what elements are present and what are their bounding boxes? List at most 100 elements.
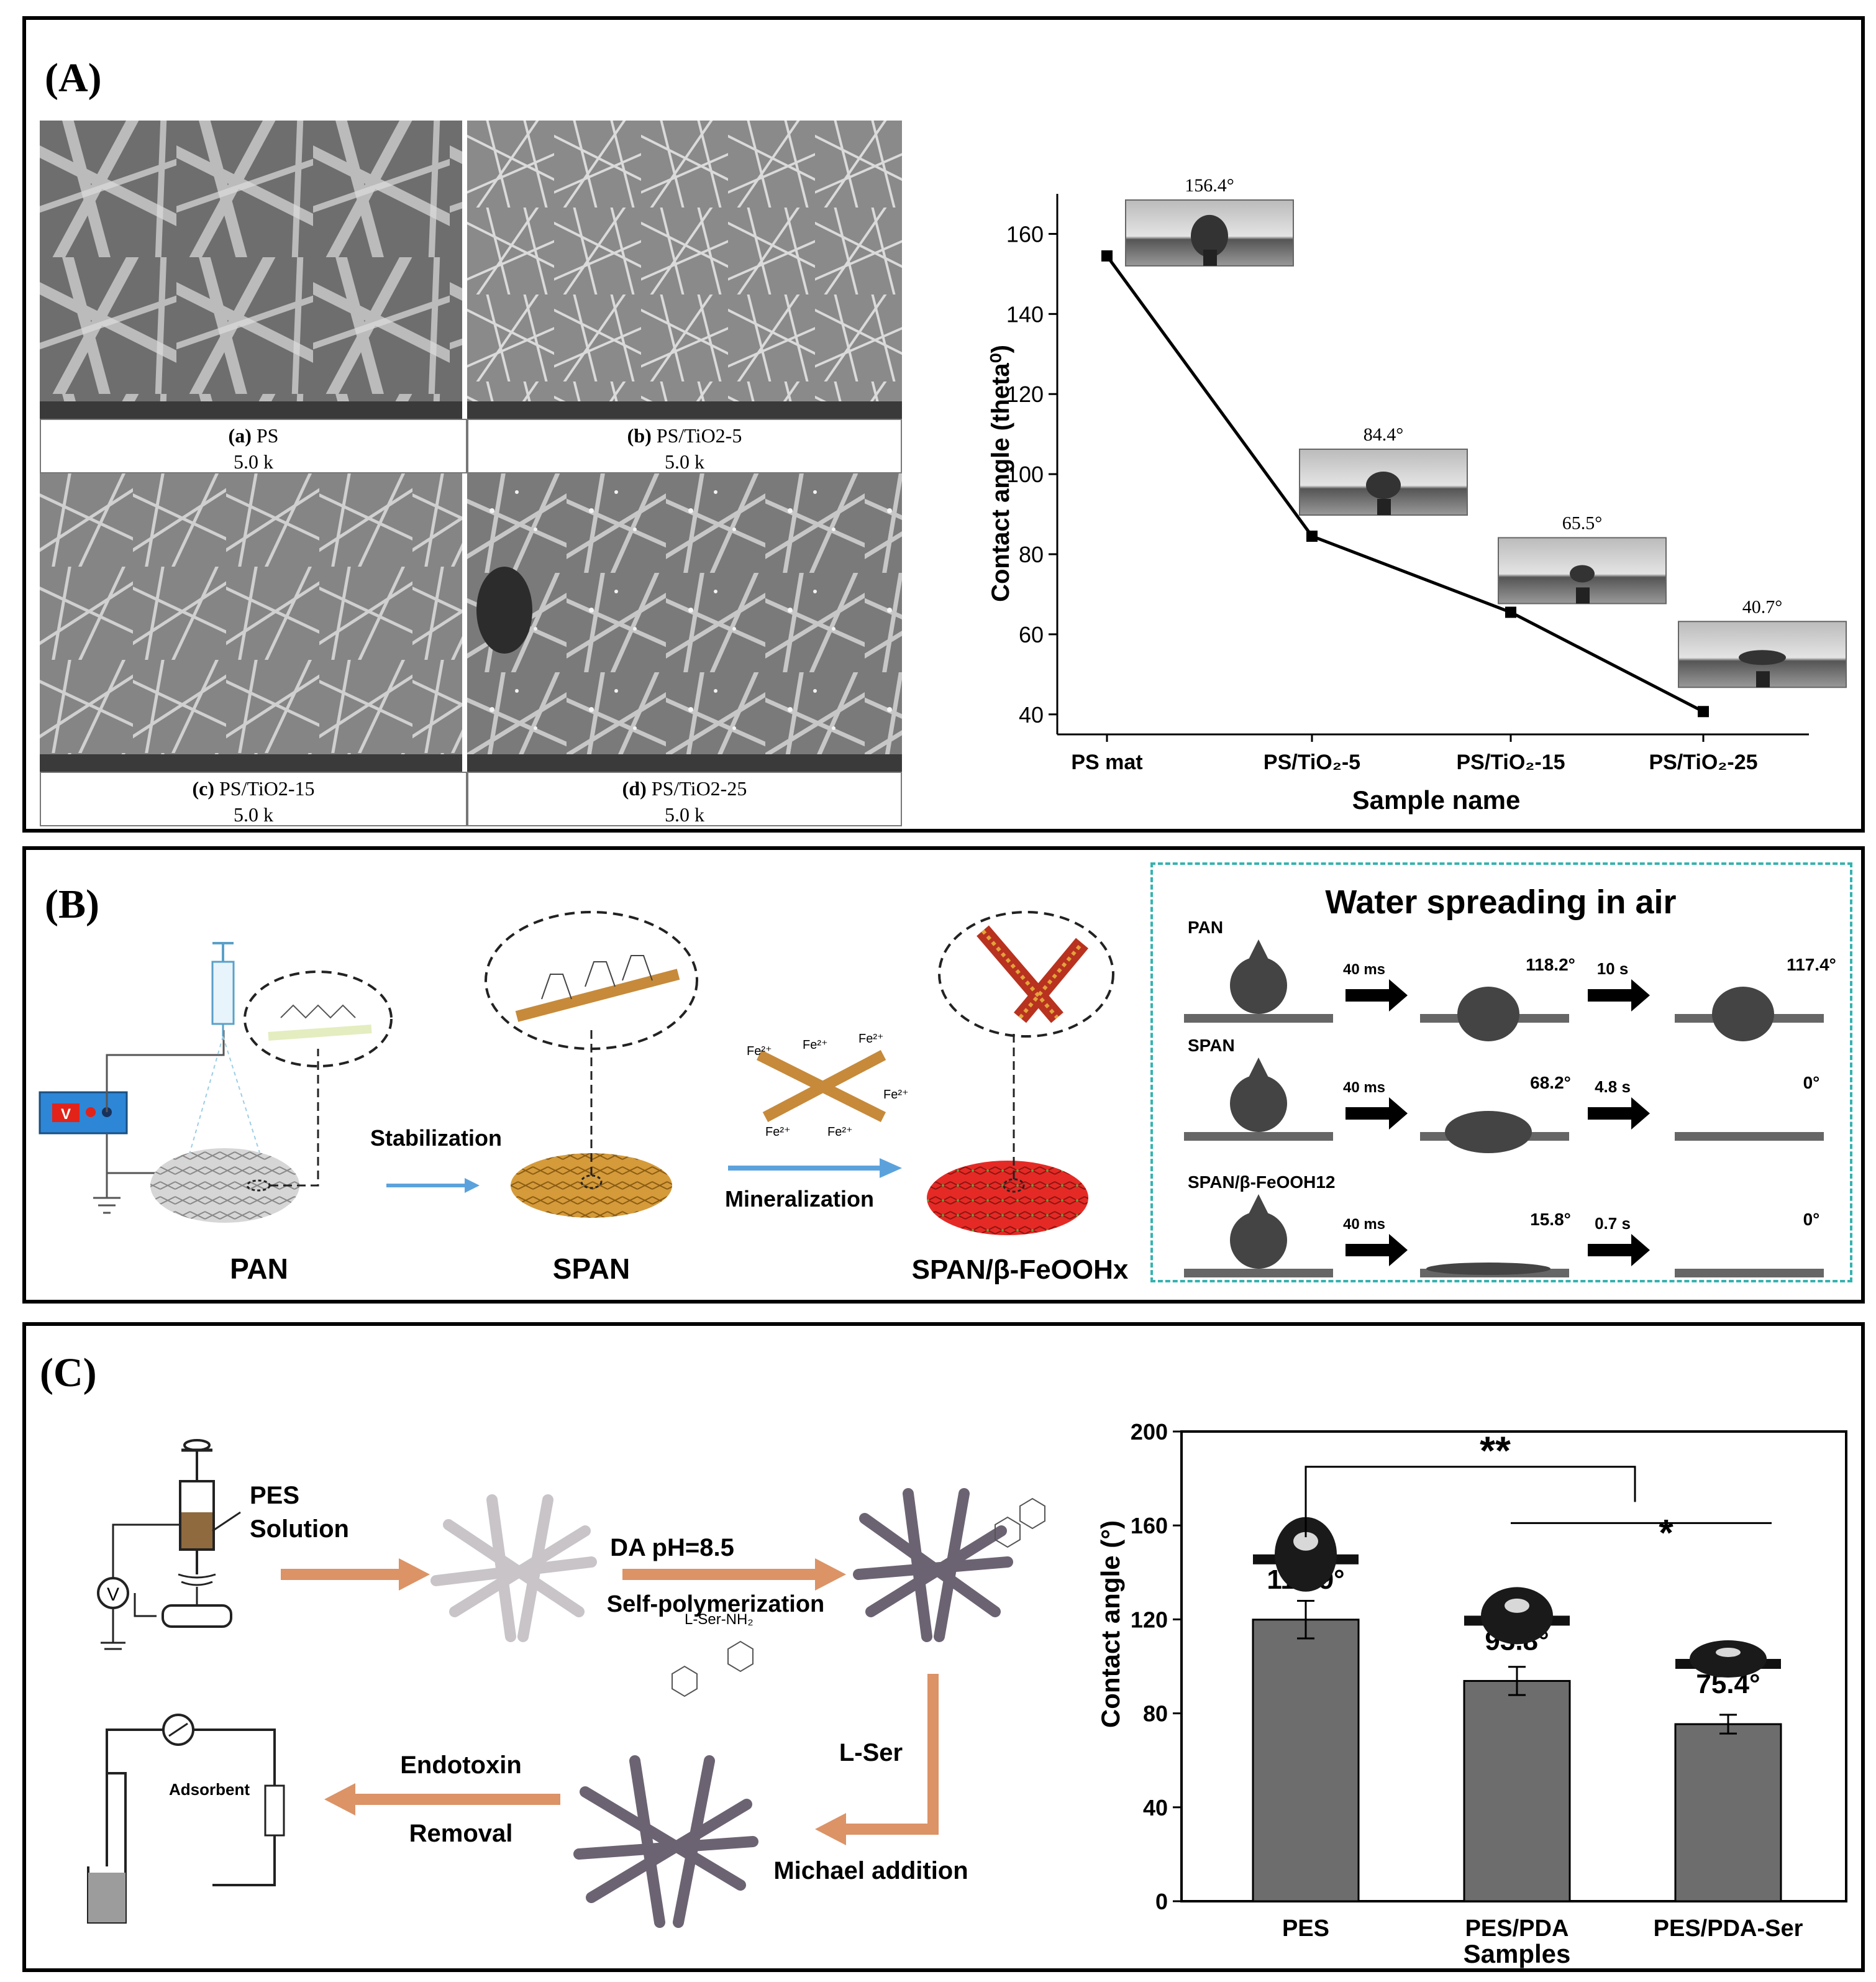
panel-b: (B) V PAN	[22, 846, 1865, 1304]
y-axis-label: Contact angle (°)	[1096, 1520, 1125, 1728]
droplet-highlight	[1716, 1647, 1741, 1657]
y-tick-label: 40	[1143, 1795, 1168, 1820]
bar	[1463, 1679, 1571, 1902]
y-tick-label: 140	[1006, 301, 1044, 327]
panel-a-label: (A)	[45, 55, 102, 101]
angle-label: 118.2°	[1526, 955, 1575, 974]
michael-addition-label: Michael addition	[773, 1857, 968, 1884]
y-tick-label: 60	[1019, 622, 1044, 647]
x-axis-label: Sample name	[1352, 785, 1521, 815]
angle-label: 0°	[1803, 1073, 1820, 1092]
contact-angle-inset: 84.4°	[1299, 424, 1468, 516]
pes-fiber-mesh	[430, 1494, 597, 1642]
fe-ion-label: Fe²⁺	[883, 1088, 909, 1102]
substrate-mark	[1377, 499, 1391, 515]
y-axis-label: Contact angle (theta⁰)	[987, 345, 1014, 602]
droplet-spread	[1457, 987, 1519, 1041]
y-tick-label: 80	[1143, 1701, 1168, 1727]
droplet	[1481, 1587, 1553, 1645]
contact-angle-inset: 40.7°	[1678, 596, 1847, 688]
substrate-mark	[1576, 587, 1590, 604]
droplet-highlight	[1505, 1598, 1529, 1613]
angle-label: 15.8°	[1530, 1210, 1571, 1229]
time-label: 40 ms	[1343, 1216, 1385, 1233]
pda-fiber-mesh	[853, 1488, 1013, 1642]
significance-mark: *	[1659, 1512, 1673, 1553]
series-line	[1105, 255, 1705, 713]
sem-image-ps-tio2-5	[467, 121, 902, 419]
x-tick-label: PES/PDA	[1465, 1916, 1569, 1942]
x-tick-label: PS/TiO₂-25	[1649, 751, 1757, 774]
droplet	[1570, 565, 1595, 583]
substrate	[1184, 1014, 1333, 1023]
angle-annotation: 65.5°	[1562, 513, 1603, 533]
self-polymerization-label: Self-polymerization	[607, 1591, 825, 1617]
x-tick-label: PS/TiO₂-15	[1456, 751, 1565, 774]
droplet-initial	[1230, 1075, 1287, 1132]
data-point	[1698, 706, 1709, 718]
contact-angle-inset: 65.5°	[1498, 513, 1667, 605]
data-point	[1505, 606, 1516, 618]
x-axis-label: Samples	[1464, 1939, 1571, 1968]
pan-mat	[150, 1148, 299, 1223]
voltage-meter: V	[107, 1584, 119, 1605]
stage-pan: PAN	[230, 1253, 288, 1285]
stage-span: SPAN	[553, 1253, 630, 1285]
data-point	[1306, 531, 1318, 542]
time-label: 0.7 s	[1595, 1214, 1631, 1233]
y-tick-label: 40	[1019, 702, 1044, 728]
sem-image-ps-tio2-25	[467, 473, 902, 772]
droplet	[1366, 472, 1401, 499]
fe-ion-label: Fe²⁺	[803, 1038, 828, 1052]
droplet-neck	[1246, 1057, 1271, 1082]
sem-image-ps-tio2-15	[40, 473, 462, 772]
span-mat	[511, 1153, 672, 1218]
angle-annotation: 156.4°	[1185, 175, 1234, 196]
power-supply	[39, 1091, 128, 1135]
y-tick-label: 0	[1155, 1889, 1168, 1914]
time-arrow	[1588, 979, 1650, 1012]
y-tick-label: 120	[1131, 1607, 1168, 1632]
droplet-initial	[1230, 957, 1287, 1014]
angle-label: 0°	[1803, 1210, 1820, 1229]
substrate	[1675, 1269, 1824, 1277]
time-arrow	[1346, 1097, 1408, 1130]
pes-solution-label: Solution	[250, 1515, 349, 1543]
time-label: 10 s	[1597, 959, 1629, 978]
droplet	[1275, 1517, 1337, 1592]
dopamine-step-label: DA pH=8.5	[610, 1534, 734, 1561]
removal-label: Removal	[409, 1820, 513, 1847]
substrate	[1184, 1269, 1333, 1277]
substrate	[1675, 1132, 1824, 1141]
substrate-mark	[1756, 671, 1770, 688]
droplet	[1690, 1640, 1767, 1678]
adsorbent-column	[264, 1784, 285, 1837]
time-arrow	[1346, 1234, 1408, 1266]
x-tick-label: PES	[1282, 1916, 1329, 1942]
droplet-initial	[1230, 1212, 1287, 1269]
substrate-mark	[1203, 249, 1217, 266]
time-arrow	[1588, 1234, 1650, 1266]
significance-bracket	[1305, 1466, 1636, 1538]
panel-a: (A)	[22, 16, 1865, 833]
droplet-spread	[1445, 1111, 1532, 1153]
angle-label: 68.2°	[1530, 1073, 1571, 1092]
span-feooh-mat	[927, 1161, 1088, 1235]
panel-b-label: (B)	[45, 882, 99, 927]
voltage-symbol: V	[61, 1106, 71, 1123]
angle-annotation: 84.4°	[1364, 424, 1404, 445]
fe-ion-label: Fe²⁺	[858, 1032, 884, 1046]
stage-span-feooh: SPAN/β-FeOOHx	[912, 1254, 1129, 1285]
y-tick-label: 120	[1006, 381, 1044, 407]
y-tick-label: 200	[1131, 1419, 1168, 1445]
bar	[1252, 1619, 1360, 1902]
l-ser-chem-label: L-Ser-NH₂	[685, 1611, 754, 1628]
endotoxin-label: Endotoxin	[400, 1751, 522, 1779]
